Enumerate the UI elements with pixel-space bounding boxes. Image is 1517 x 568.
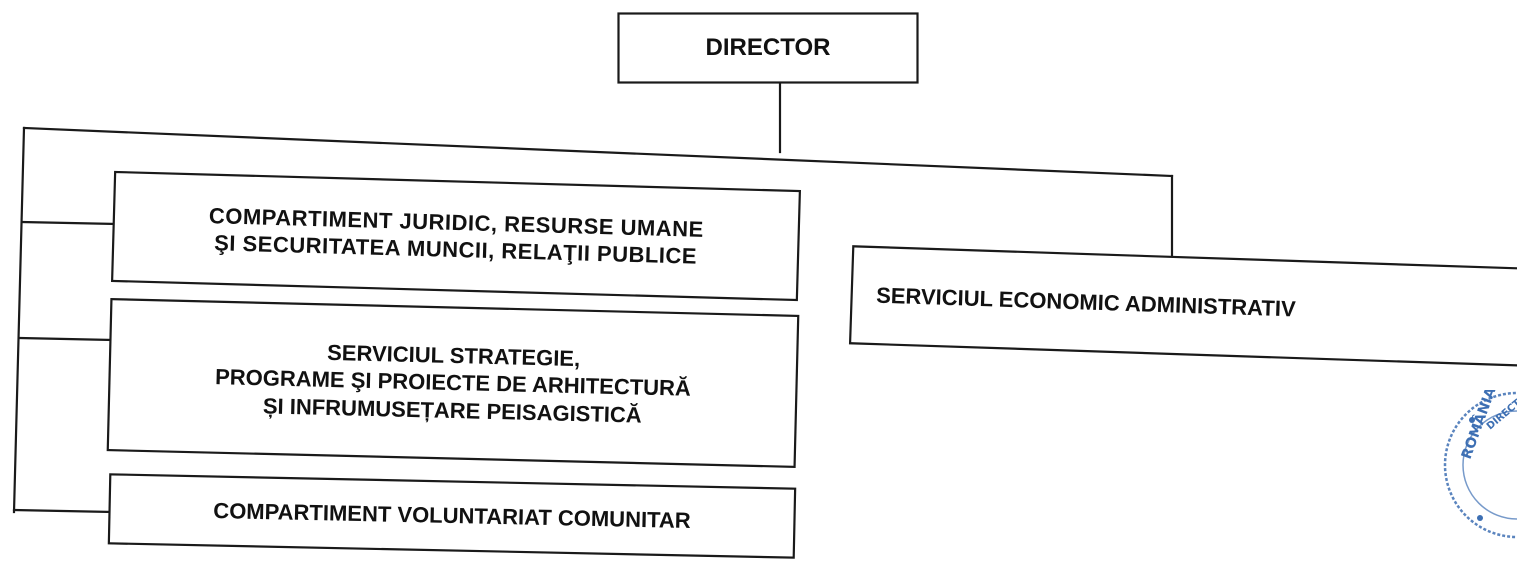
official-stamp: ROMÂNIA DIRECȚIA <box>1443 390 1517 539</box>
economic-box-frame <box>848 245 1517 368</box>
connector-branch-juridic <box>20 220 118 226</box>
economic-box: SERVICIUL ECONOMIC ADMINISTRATIV <box>848 245 1517 368</box>
connector-left-spine <box>12 126 26 514</box>
director-box-frame <box>617 12 919 84</box>
voluntariat-box-frame <box>107 473 797 559</box>
juridic-box: COMPARTIMENT JURIDIC, RESURSE UMANE ŞI S… <box>110 170 802 302</box>
connector-branch-strategie <box>18 336 114 342</box>
connector-main-horizontal <box>22 126 1174 178</box>
strategie-box: SERVICIUL STRATEGIE, PROGRAME ŞI PROIECT… <box>106 298 800 469</box>
director-box: DIRECTOR <box>617 12 919 84</box>
strategie-box-frame <box>106 298 800 468</box>
voluntariat-box: COMPARTIMENT VOLUNTARIAT COMUNITAR <box>107 473 797 559</box>
juridic-box-frame <box>110 170 802 302</box>
connector-branch-voluntariat <box>12 508 114 514</box>
director-label: DIRECTOR <box>705 34 831 61</box>
